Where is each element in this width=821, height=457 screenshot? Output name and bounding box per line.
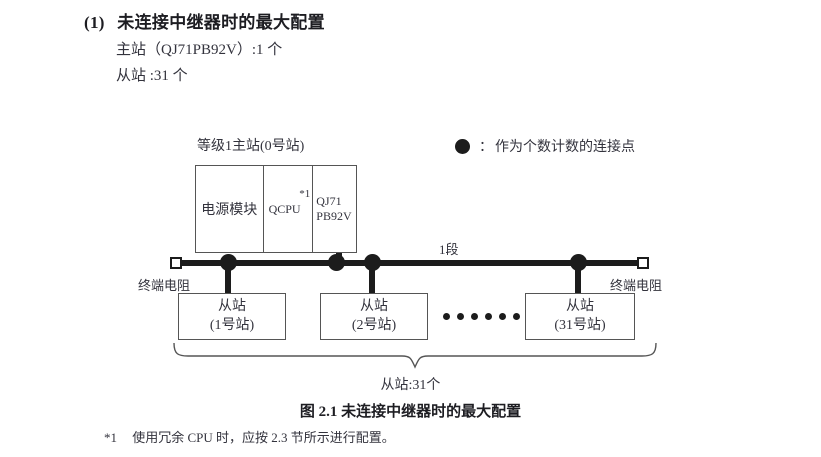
ellipsis-dot (499, 313, 506, 320)
section-heading: (1) 未连接中继器时的最大配置 (84, 8, 325, 33)
legend: ： 作为个数计数的连接点 (455, 136, 635, 156)
terminator-left-icon (170, 257, 182, 269)
slave-1-station: (1号站) (209, 317, 255, 333)
terminator-right-label: 终端电阻 (610, 278, 663, 293)
cpu-module-cell: QCPU *1 (264, 166, 314, 252)
master-count-line: 主站（QJ71PB92V）:1 个 (116, 42, 283, 58)
footnote-marker: *1 (104, 430, 117, 445)
power-module-cell: 电源模块 (196, 166, 264, 252)
footnote: *1 使用冗余 CPU 时，应按 2.3 节所示进行配置。 (104, 427, 395, 446)
slave-2-station: (2号站) (351, 317, 397, 333)
ellipsis-dot (471, 313, 478, 320)
section-title-text: 未连接中继器时的最大配置 (117, 13, 325, 32)
footnote-text: 使用冗余 CPU 时，应按 2.3 节所示进行配置。 (132, 430, 395, 445)
legend-separator: ： (479, 140, 493, 155)
slave-31-drop-line (575, 262, 581, 294)
ellipsis-dot (457, 313, 464, 320)
figure-caption: 图 2.1 未连接中继器时的最大配置 (299, 404, 522, 420)
slave-station-box-2: 从站 (2号站) (320, 293, 428, 340)
slave-2-title: 从站 (360, 299, 388, 315)
connection-dot-master (328, 254, 345, 271)
power-module-label: 电源模块 (201, 203, 258, 218)
cpu-footnote-marker: *1 (299, 188, 311, 200)
network-module-label: QJ71 PB92V (316, 194, 351, 224)
cpu-module-label: QCPU (268, 201, 301, 216)
section-number: (1) (84, 13, 105, 32)
network-module-cell: QJ71 PB92V (313, 166, 356, 252)
ellipsis-dot (443, 313, 450, 320)
slave-station-box-31: 从站 (31号站) (525, 293, 635, 340)
brace-svg (173, 342, 657, 369)
ellipsis-dot (485, 313, 492, 320)
slave-31-station: (31号站) (554, 317, 606, 333)
slave-1-title: 从站 (218, 299, 246, 315)
network-module-label-line1: QJ71 (316, 194, 342, 208)
slave-31-title: 从站 (566, 299, 594, 315)
master-station-block: 电源模块 QCPU *1 QJ71 PB92V (195, 165, 357, 253)
slave-2-drop-line (369, 262, 375, 294)
ellipsis-dot (513, 313, 520, 320)
terminator-left-label: 终端电阻 (138, 278, 191, 293)
brace-label: 从站:31个 (380, 378, 441, 393)
slave-group-brace (170, 342, 660, 374)
master-station-label: 等级1主站(0号站) (197, 139, 305, 154)
network-module-label-line2: PB92V (316, 209, 352, 223)
slave-station-box-1: 从站 (1号站) (178, 293, 286, 340)
ellipsis-dots-icon (443, 313, 520, 320)
slave-1-drop-line (225, 262, 231, 294)
legend-label: 作为个数计数的连接点 (495, 140, 635, 155)
slave-count-line: 从站 :31 个 (116, 68, 188, 84)
segment-label: 1段 (439, 242, 459, 257)
terminator-right-icon (637, 257, 649, 269)
connection-point-dot-icon (455, 138, 470, 154)
network-bus-line (178, 260, 644, 266)
